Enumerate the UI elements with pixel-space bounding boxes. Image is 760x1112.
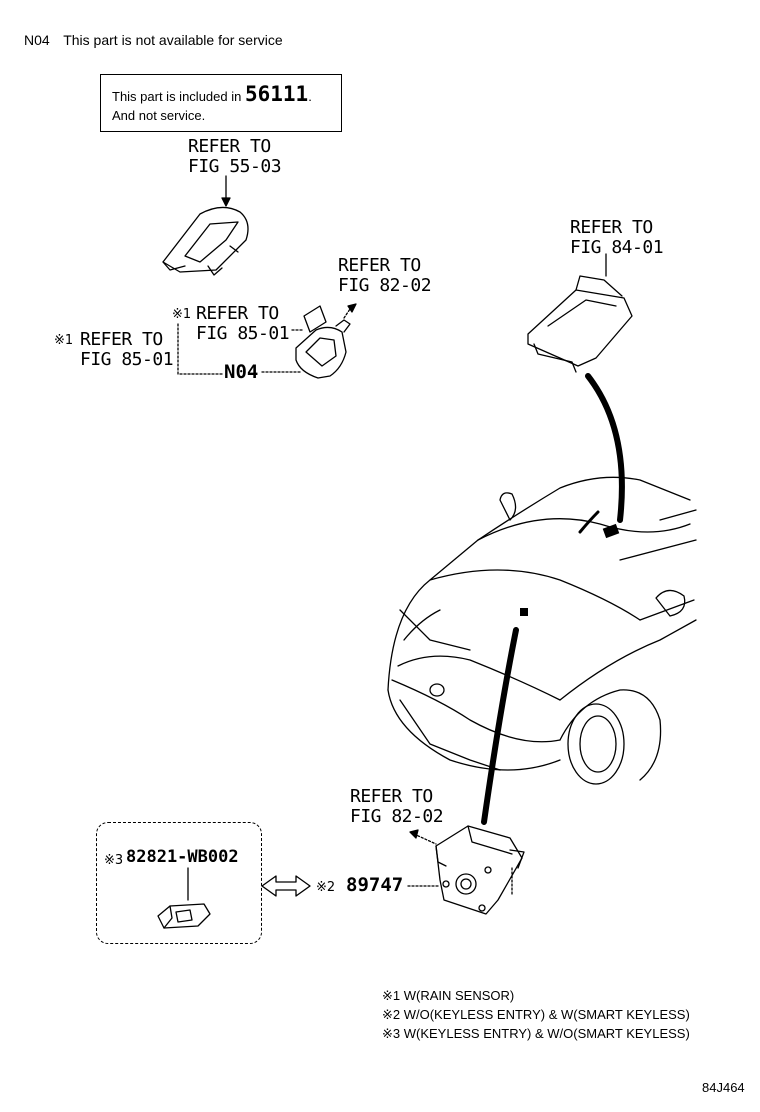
double-arrow [261,875,311,897]
ref-fig-85-01-inner: REFER TO FIG 85-01 [196,303,290,344]
legend-item-2: ※2 W/O(KEYLESS ENTRY) & W(SMART KEYLESS) [382,1007,690,1022]
diagram-id: 84J464 [702,1080,745,1095]
legend-item-1: ※1 W(RAIN SENSOR) [382,988,515,1003]
inclusion-line-2: And not service. [112,108,206,123]
ref-fig-85-01-left: REFER TO FIG 85-01 [80,329,174,370]
ref-label: REFER TO [188,136,271,157]
ref-fig-82-02-top: REFER TO FIG 82-02 [338,255,432,296]
ref-label: REFER TO [350,786,433,807]
connector-drawing [157,867,211,929]
ref-fig-82-02-bottom: REFER TO FIG 82-02 [350,786,444,827]
ref-label: REFER TO [196,303,279,324]
mark-1-left: ※1 [54,333,74,348]
rain-sensor-drawing [295,303,357,379]
mark-1-inner: ※1 [172,307,192,322]
part-n04: N04 [224,361,259,383]
mark-2: ※2 [316,880,336,895]
mirror-cover-drawing [162,206,249,276]
arrow-head [221,197,231,207]
note-text: This part is not available for service [63,32,283,48]
ref-figure: FIG 85-01 [196,323,290,344]
ref-label: REFER TO [338,255,421,276]
part-89747: 89747 [346,874,404,896]
ref-fig-55-03: REFER TO FIG 55-03 [188,136,282,177]
module-drawing [527,253,633,373]
legend-item-3: ※3 W(KEYLESS ENTRY) & W/O(SMART KEYLESS) [382,1026,690,1041]
variant-connector-box [96,822,262,944]
leader-82-02-bottom [413,833,437,845]
sensor-89747-drawing [407,825,525,915]
inclusion-period: . [308,89,312,104]
inclusion-note-box [100,74,342,132]
leader-thick-bottom [481,627,519,825]
ref-figure: FIG 55-03 [188,156,282,177]
car-drawing [387,476,697,785]
inclusion-line-1: This part is included in 56111. [112,82,312,106]
part-82821-wb002: 82821-WB002 [126,847,239,867]
leader-thick-top [585,373,625,523]
arrow-head [409,829,419,839]
ref-figure: FIG 84-01 [570,237,664,258]
ref-label: REFER TO [570,217,653,238]
bracket-leader [177,323,223,375]
mark-3: ※3 [104,853,124,868]
ref-fig-84-01: REFER TO FIG 84-01 [570,217,664,258]
not-available-note: N04 This part is not available for servi… [24,32,283,48]
inclusion-part-number: 56111 [244,82,309,106]
note-code: N04 [24,32,50,48]
ref-label: REFER TO [80,329,163,350]
inclusion-text: This part is included in [112,89,242,104]
ref-figure: FIG 82-02 [338,275,432,296]
ref-figure: FIG 82-02 [350,806,444,827]
ref-figure: FIG 85-01 [80,349,174,370]
